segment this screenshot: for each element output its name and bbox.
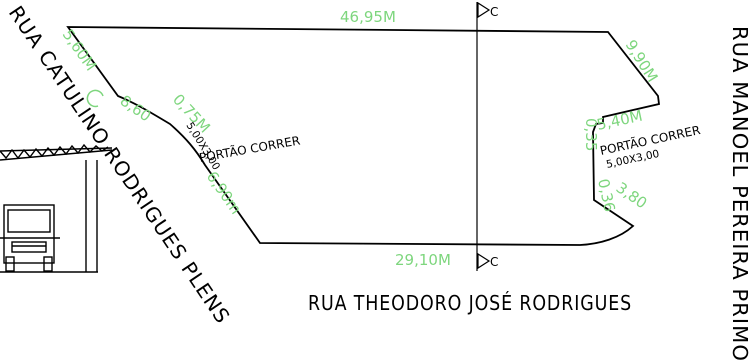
section-label-top: C <box>490 5 498 19</box>
dim-east-upper: 9,90M <box>622 37 662 86</box>
dim-east-mid: 5,40M <box>595 107 644 134</box>
west-arc-icon <box>86 89 104 108</box>
dim-west-lower: 6,90m <box>203 168 245 218</box>
section-label-bottom: C <box>490 255 498 269</box>
dim-top-edge: 46,95M <box>340 8 396 26</box>
section-arrow-bottom-icon <box>477 252 491 270</box>
street-south-label: RUA THEODORO JOSÉ RODRIGUES <box>308 291 632 315</box>
truck-shed-icon <box>0 143 113 273</box>
lot-boundary <box>66 26 660 246</box>
dim-west-mid: 8,60 <box>117 92 155 126</box>
street-east-label: RUA MANOEL PEREIRA PRIMO <box>728 26 752 362</box>
section-arrow-top-icon <box>477 1 491 19</box>
dim-east-offset: 0,35 <box>582 118 600 151</box>
dim-east-lower: 0,36 <box>594 177 619 213</box>
dim-bottom-edge: 29,10M <box>395 251 451 269</box>
